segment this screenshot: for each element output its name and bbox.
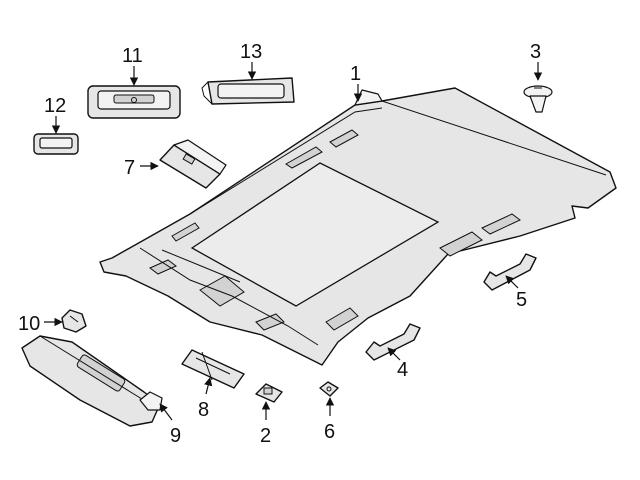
clip-part-2 [255, 383, 283, 403]
overhead-console-part-11 [87, 85, 181, 119]
callout-13: 13 [240, 41, 262, 63]
clip-part-3 [523, 85, 553, 113]
bracket-part-7 [159, 139, 227, 189]
callout-10: 10 [18, 313, 40, 335]
sun-visor-part-9 [21, 335, 163, 427]
nut-part-6 [319, 381, 339, 397]
lamp-part-12 [33, 133, 79, 155]
leader-lines [44, 62, 543, 421]
sunroof-opening [190, 162, 440, 307]
callout-11: 11 [122, 45, 143, 67]
grab-handle-part-4 [365, 323, 421, 361]
lamp-lens-part-13 [201, 77, 295, 105]
callout-1: 1 [350, 63, 361, 85]
callout-7: 7 [124, 157, 135, 179]
headliner-part [99, 87, 617, 366]
callout-8: 8 [198, 399, 209, 421]
bracket-part-8 [181, 349, 245, 389]
callout-5: 5 [516, 289, 527, 311]
callout-12: 12 [44, 95, 66, 117]
visor-clip-part-10 [61, 309, 87, 333]
callout-2: 2 [260, 425, 271, 447]
callout-9: 9 [170, 425, 181, 447]
callout-3: 3 [530, 41, 541, 63]
callout-4: 4 [397, 359, 408, 381]
grab-handle-part-5 [483, 253, 537, 291]
callout-6: 6 [324, 421, 335, 443]
